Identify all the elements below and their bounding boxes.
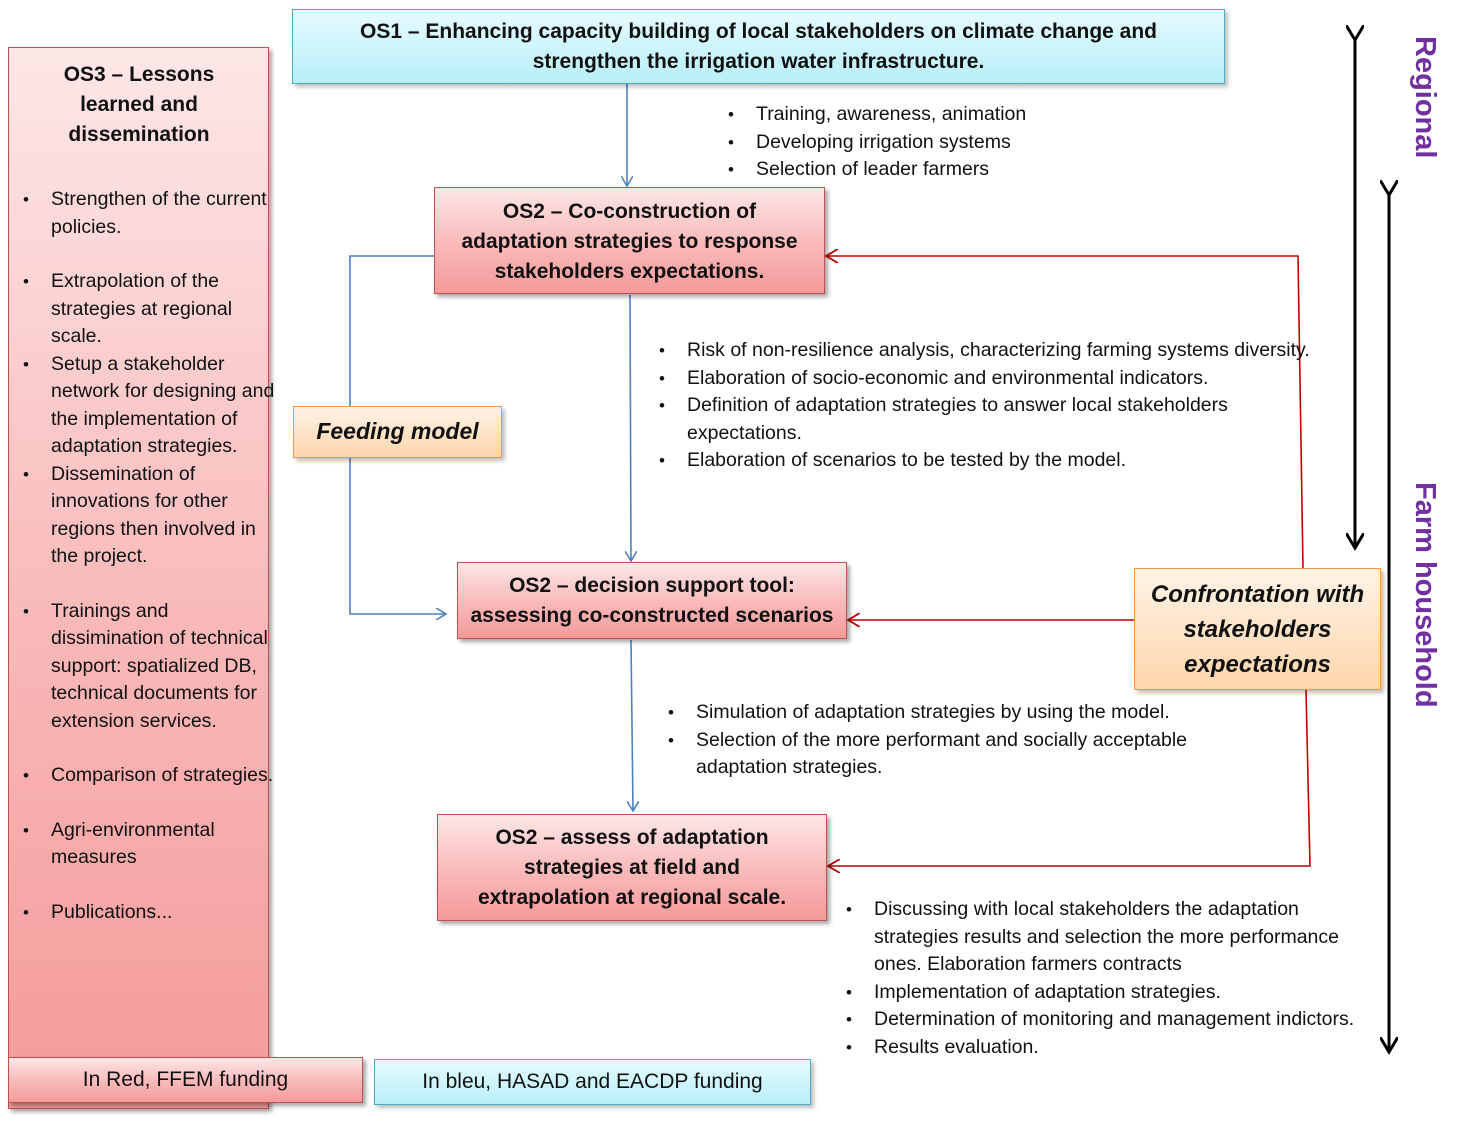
- os2-assess-title: OS2 – assess of adaptation strategies at…: [477, 826, 787, 909]
- list-item: Setup a stakeholder network for designin…: [23, 351, 276, 461]
- list-item: Publications...: [23, 899, 276, 927]
- os2-coconstruction-title: OS2 – Co-construction of adaptation stra…: [461, 200, 798, 283]
- arrow-os2b-to-os2c: [631, 639, 633, 811]
- list-item: Elaboration of socio-economic and enviro…: [659, 365, 1327, 393]
- legend-red: In Red, FFEM funding: [8, 1057, 363, 1103]
- list-item: Determination of monitoring and manageme…: [846, 1006, 1374, 1034]
- list-item: Results evaluation.: [846, 1034, 1374, 1062]
- list-item: Definition of adaptation strategies to a…: [659, 392, 1327, 447]
- os3-title: OS3 – Lessons learned and dissemination: [63, 63, 215, 146]
- list-item: Agri-environmental measures: [23, 817, 276, 872]
- os3-panel: OS3 – Lessons learned and dissemination …: [8, 47, 274, 1109]
- regional-label: Regional: [1409, 36, 1441, 159]
- list-item: Selection of the more performant and soc…: [668, 727, 1276, 782]
- confrontation-label: Confrontation with stakeholders expectat…: [1150, 581, 1365, 678]
- list-item: Simulation of adaptation strategies by u…: [668, 699, 1276, 727]
- list-item: Selection of leader farmers: [728, 156, 1176, 184]
- os1-box: OS1 – Enhancing capacity building of loc…: [292, 9, 1225, 84]
- os2-decision-support-title: OS2 – decision support tool: assessing c…: [470, 574, 834, 627]
- list-item: Discussing with local stakeholders the a…: [846, 896, 1374, 979]
- list-item: Dissemination of innovations for other r…: [23, 461, 276, 571]
- legend-red-label: In Red, FFEM funding: [82, 1068, 289, 1091]
- os1-title: OS1 – Enhancing capacity building of loc…: [359, 20, 1158, 73]
- feeding-model-box: Feeding model: [293, 406, 502, 458]
- os2b-bullets: Simulation of adaptation strategies by u…: [664, 699, 1276, 782]
- os2-coconstruction-box: OS2 – Co-construction of adaptation stra…: [434, 187, 825, 294]
- list-item: Risk of non-resilience analysis, charact…: [659, 337, 1327, 365]
- list-item: Strengthen of the current policies.: [23, 186, 276, 241]
- list-item: Implementation of adaptation strategies.: [846, 979, 1374, 1007]
- os2a-bullets: Risk of non-resilience analysis, charact…: [655, 337, 1327, 475]
- legend-blue: In bleu, HASAD and EACDP funding: [374, 1059, 811, 1105]
- os2c-bullets: Discussing with local stakeholders the a…: [842, 896, 1374, 1061]
- list-item: Elaboration of scenarios to be tested by…: [659, 447, 1327, 475]
- list-item: Trainings and dissimination of technical…: [23, 598, 276, 736]
- os3-list: Strengthen of the current policies. Extr…: [19, 186, 276, 926]
- list-item: Developing irrigation systems: [728, 129, 1176, 157]
- os1-bullets: Training, awareness, animation Developin…: [724, 101, 1176, 184]
- arrow-os2a-to-os2b: [630, 294, 631, 561]
- confrontation-box: Confrontation with stakeholders expectat…: [1134, 568, 1381, 690]
- list-item: Extrapolation of the strategies at regio…: [23, 268, 276, 351]
- feeding-model-label: Feeding model: [316, 418, 479, 444]
- os2-decision-support-box: OS2 – decision support tool: assessing c…: [457, 562, 847, 639]
- feedback-to-os2c: [828, 689, 1311, 866]
- farm-household-label: Farm household: [1409, 482, 1441, 708]
- os2-assess-box: OS2 – assess of adaptation strategies at…: [437, 814, 827, 921]
- list-item: Comparison of strategies.: [23, 762, 276, 790]
- list-item: Training, awareness, animation: [728, 101, 1176, 129]
- legend-blue-label: In bleu, HASAD and EACDP funding: [422, 1070, 763, 1093]
